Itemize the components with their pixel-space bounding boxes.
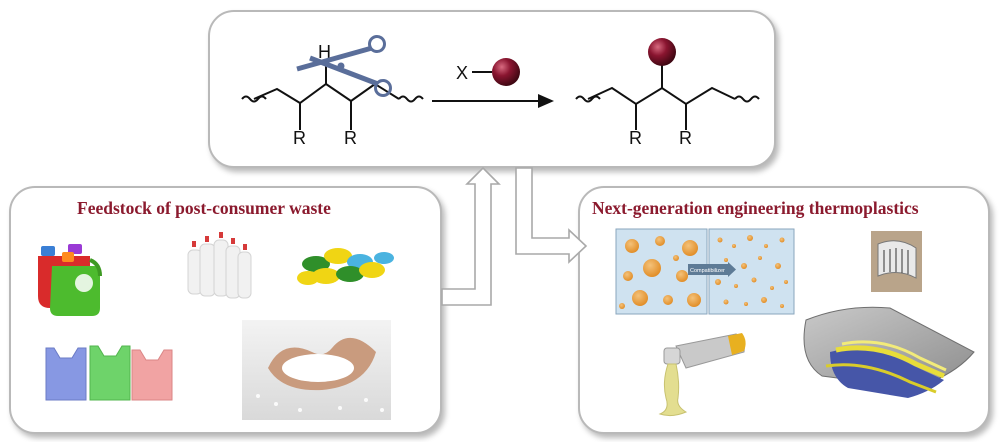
products-title: Next-generation engineering thermoplasti…	[592, 198, 919, 218]
product-chain	[575, 64, 760, 130]
reaction-arrow-head	[538, 94, 554, 108]
reactant-chain	[241, 60, 424, 130]
flexible-electronics-image	[871, 231, 922, 292]
reagent-x: X	[456, 63, 468, 83]
grafted-sphere	[648, 38, 676, 66]
atom-h: H	[318, 42, 331, 62]
product-r-1: R	[629, 128, 642, 148]
laminate-sheet-image	[803, 306, 975, 398]
detergent-bottles-image	[38, 244, 102, 316]
reaction-panel	[208, 10, 776, 168]
plastic-bottles-image	[187, 232, 252, 299]
compatibilizer-tag	[688, 264, 728, 275]
product-wavy-left	[575, 95, 601, 103]
plastic-bags-image	[45, 345, 173, 401]
product-wavy-right	[734, 95, 760, 103]
substituent-r-2: R	[344, 128, 357, 148]
wavy-bond-right	[398, 95, 424, 103]
product-r-2: R	[679, 128, 692, 148]
bottle-caps-image	[297, 248, 394, 285]
adhesive-tube-image	[658, 333, 746, 417]
compatibilizer-tag-tip	[728, 262, 736, 277]
arrow-feedstock-to-reaction	[441, 166, 501, 306]
arrow-reaction-to-products	[515, 167, 588, 264]
feedstock-title: Feedstock of post-consumer waste	[77, 198, 331, 218]
scissors-icon	[296, 35, 392, 97]
plastic-pellets-image	[242, 320, 391, 420]
reagent-sphere	[492, 58, 520, 86]
compatibilizer-label: Compatibilizer	[690, 268, 725, 274]
substituent-r-1: R	[293, 128, 306, 148]
